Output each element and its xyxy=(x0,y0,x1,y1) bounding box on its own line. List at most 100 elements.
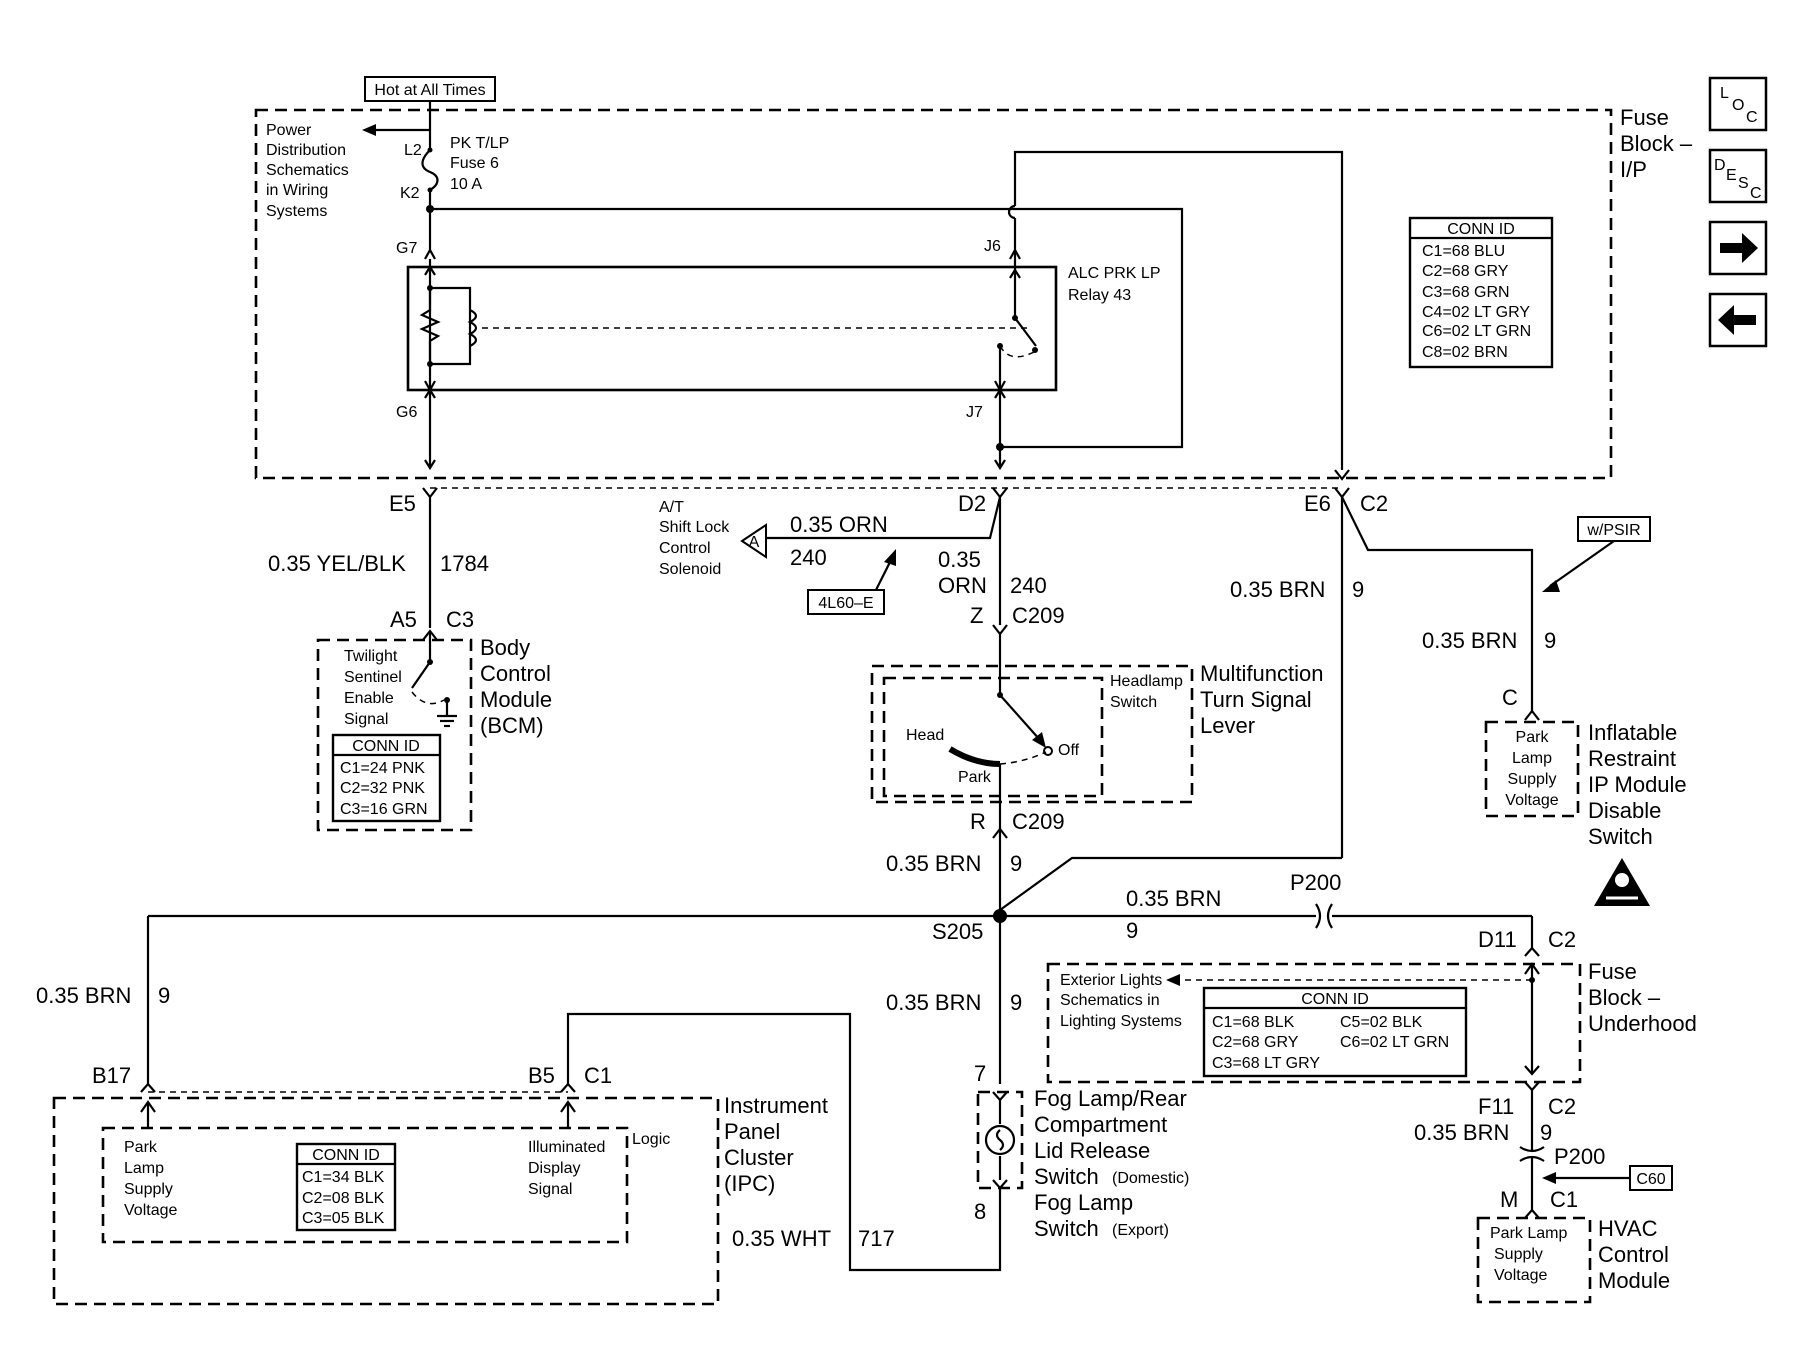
airbag-warning-icon xyxy=(1594,858,1650,906)
svg-text:Control: Control xyxy=(659,540,711,557)
svg-text:0.35 BRN: 0.35 BRN xyxy=(886,851,981,876)
svg-text:Lamp: Lamp xyxy=(124,1160,164,1177)
svg-text:C2=32 PNK: C2=32 PNK xyxy=(340,780,425,797)
irim-label: Inflatable Restraint IP Module Disable S… xyxy=(1588,720,1687,849)
svg-text:(BCM): (BCM) xyxy=(480,713,544,738)
svg-text:Block –: Block – xyxy=(1588,985,1661,1010)
svg-text:Fog Lamp: Fog Lamp xyxy=(1034,1190,1133,1215)
ip-conn-id-table xyxy=(1408,216,1554,369)
svg-text:Supply: Supply xyxy=(124,1181,173,1198)
connector-a xyxy=(740,523,767,559)
svg-text:Supply: Supply xyxy=(1508,771,1557,788)
pin-C2-ip: C2 xyxy=(1360,491,1388,516)
svg-text:ORN: ORN xyxy=(938,573,987,598)
svg-text:O: O xyxy=(1732,97,1744,114)
fuse-to-relay-contact-wire xyxy=(430,207,1184,449)
svg-text:0.35 BRN: 0.35 BRN xyxy=(1414,1120,1509,1145)
svg-text:4L60–E: 4L60–E xyxy=(818,595,873,612)
svg-text:0.35 ORN: 0.35 ORN xyxy=(790,512,888,537)
svg-text:Cluster: Cluster xyxy=(724,1145,794,1170)
prev-button[interactable] xyxy=(1708,292,1768,348)
svg-text:CONN ID: CONN ID xyxy=(352,738,420,755)
svg-text:Compartment: Compartment xyxy=(1034,1112,1167,1137)
ipc-label: Instrument Panel Cluster (IPC) xyxy=(724,1093,828,1196)
pin-Z: Z xyxy=(970,603,983,628)
pin-7: 7 xyxy=(974,1061,986,1086)
j6-to-e6-wire xyxy=(1013,150,1344,470)
svg-text:C1=68 BLK: C1=68 BLK xyxy=(1212,1014,1295,1031)
svg-text:PK T/LP: PK T/LP xyxy=(450,135,509,152)
svg-text:Park Lamp: Park Lamp xyxy=(1490,1225,1567,1242)
svg-text:C2=68 GRY: C2=68 GRY xyxy=(1422,263,1509,280)
pin-C209-bottom: C209 xyxy=(1012,809,1065,834)
pin-C1-ipc: C1 xyxy=(584,1063,612,1088)
ipc-outline xyxy=(52,1096,720,1306)
svg-text:0.35 BRN: 0.35 BRN xyxy=(36,983,131,1008)
pin-C3: C3 xyxy=(446,607,474,632)
svg-text:Lamp: Lamp xyxy=(1512,750,1552,767)
relay-43-label: ALC PRK LP Relay 43 xyxy=(1068,265,1160,304)
svg-text:A: A xyxy=(749,534,760,551)
fuse-6-symbol xyxy=(421,149,439,191)
svg-text:C1=34 BLK: C1=34 BLK xyxy=(302,1169,385,1186)
svg-text:Signal: Signal xyxy=(344,711,388,728)
svg-text:(Domestic): (Domestic) xyxy=(1112,1170,1189,1187)
svg-text:0.35 BRN: 0.35 BRN xyxy=(1126,886,1221,911)
svg-text:C2=68 GRY: C2=68 GRY xyxy=(1212,1034,1299,1051)
hvac-label: HVAC Control Module xyxy=(1598,1216,1670,1293)
svg-text:C8=02 BRN: C8=02 BRN xyxy=(1422,344,1508,361)
headlamp-switch-label: Headlamp Switch xyxy=(1110,673,1183,711)
pin-M: M xyxy=(1500,1187,1518,1212)
svg-text:C3=16 GRN: C3=16 GRN xyxy=(340,801,428,818)
svg-text:Underhood: Underhood xyxy=(1588,1011,1697,1036)
hot-at-all-times-box xyxy=(364,76,496,102)
desc-button[interactable]: D E S C xyxy=(1708,148,1768,204)
svg-text:Schematics in: Schematics in xyxy=(1060,992,1160,1009)
svg-text:C: C xyxy=(1750,185,1762,202)
svg-text:Fuse: Fuse xyxy=(1588,959,1637,984)
power-dist-arrow xyxy=(362,124,376,136)
svg-text:0.35: 0.35 xyxy=(938,547,981,572)
fuse-block-ip-label: Fuse Block – I/P xyxy=(1620,105,1693,182)
relay-resistor xyxy=(419,288,441,364)
svg-text:Distribution: Distribution xyxy=(266,142,346,159)
pin-C: C xyxy=(1502,685,1518,710)
svg-text:C1=24 PNK: C1=24 PNK xyxy=(340,760,425,777)
svg-text:Fuse: Fuse xyxy=(1620,105,1669,130)
irim-outline xyxy=(1484,720,1580,818)
irim-inner-label: Park Lamp Supply Voltage xyxy=(1505,729,1558,809)
svg-text:Park: Park xyxy=(1516,729,1550,746)
momentary-switch-icon xyxy=(984,1124,1016,1156)
loc-button[interactable]: L O C xyxy=(1708,76,1768,132)
pin-D11: D11 xyxy=(1478,927,1517,952)
underhood-conn-id-table xyxy=(1202,986,1468,1078)
next-button[interactable] xyxy=(1708,220,1768,276)
pin-L2: L2 xyxy=(404,142,422,159)
svg-text:Lever: Lever xyxy=(1200,713,1255,738)
svg-text:240: 240 xyxy=(790,545,827,570)
svg-text:C60: C60 xyxy=(1636,1171,1665,1188)
svg-text:Restraint: Restraint xyxy=(1588,746,1676,771)
svg-text:Module: Module xyxy=(1598,1268,1670,1293)
svg-text:10 A: 10 A xyxy=(450,176,482,193)
pin-D2: D2 xyxy=(958,491,986,516)
svg-text:0.35 WHT: 0.35 WHT xyxy=(732,1226,831,1251)
svg-text:Instrument: Instrument xyxy=(724,1093,828,1118)
svg-text:Solenoid: Solenoid xyxy=(659,561,721,578)
pin-F11: F11 xyxy=(1478,1094,1514,1119)
hvac-inner-label: Park Lamp Supply Voltage xyxy=(1490,1225,1567,1284)
ipc-illuminated-label: Illuminated Display Signal xyxy=(528,1139,605,1198)
svg-text:C3=68 GRN: C3=68 GRN xyxy=(1422,284,1510,301)
svg-text:Sentinel: Sentinel xyxy=(344,669,402,686)
svg-text:Voltage: Voltage xyxy=(1505,792,1558,809)
svg-text:Module: Module xyxy=(480,687,552,712)
svg-text:Illuminated: Illuminated xyxy=(528,1139,605,1156)
pin-C2-underhood-top: C2 xyxy=(1548,927,1576,952)
label-s205: S205 xyxy=(932,919,983,944)
svg-text:Switch: Switch xyxy=(1110,694,1157,711)
svg-text:Headlamp: Headlamp xyxy=(1110,673,1183,690)
pin-8: 8 xyxy=(974,1199,986,1224)
svg-text:Twilight: Twilight xyxy=(344,648,398,665)
underhood-outline xyxy=(1046,962,1582,1084)
